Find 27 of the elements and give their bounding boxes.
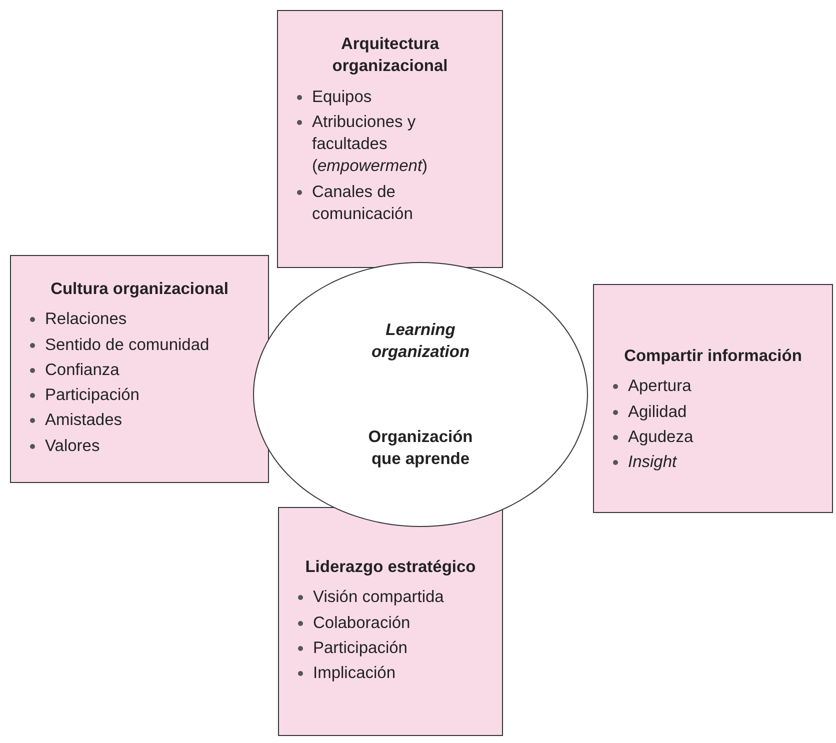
ellipse-text: Organización que aprende <box>367 426 474 470</box>
box-heading: Cultura organizacional <box>50 279 230 300</box>
bullet-text: Agudeza <box>628 428 694 446</box>
bullet-text: Amistades <box>45 411 122 430</box>
concept-box <box>593 284 833 513</box>
bullet-text: Confianza <box>45 360 120 379</box>
bullet-text: Valores <box>45 436 100 455</box>
concept-box <box>10 255 269 483</box>
bullet-text: Insight <box>628 453 677 472</box>
concept-box <box>277 10 503 268</box>
bullet-text: Agilidad <box>628 402 687 421</box>
bullet-text: Apertura <box>628 377 692 396</box>
bullet-text: Sentido de comunidad <box>45 336 210 354</box>
ellipse-text: Learning organization <box>370 320 471 364</box>
bullet-text: Atribuciones y facultades (empowerment) <box>312 112 428 176</box>
bullet-text: Visión compartida <box>313 588 444 606</box>
bullet-text: Participación <box>313 638 408 657</box>
bullet-text: Relaciones <box>45 310 127 328</box>
box-heading: Compartir información <box>623 346 803 367</box>
bullet-text: Participación <box>45 386 140 404</box>
box-heading: Liderazgo estratégico <box>304 557 477 578</box>
box-heading: Arquitectura organizacional <box>331 34 449 78</box>
bullet-text: Implicación <box>313 664 396 682</box>
concept-box <box>278 507 503 736</box>
bullet-text: Canales de comunicación <box>312 182 413 223</box>
bullet-text: Equipos <box>312 88 372 106</box>
bullet-text: Colaboración <box>313 614 410 632</box>
